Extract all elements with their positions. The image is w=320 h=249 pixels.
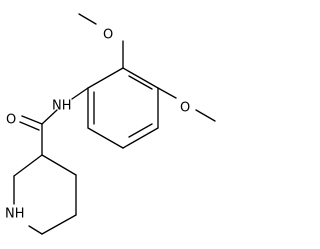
bond-piperidine-3	[41, 214, 77, 235]
bond-carbonyl-double-2	[19, 121, 40, 131]
bond-ring-1	[122, 67, 159, 89]
atom-label-methoxy-top-oxygen: O	[103, 28, 113, 43]
atom-label-methoxy-right-oxygen: O	[180, 101, 190, 116]
bond-piperidine-6	[13, 154, 43, 177]
bond-nh-to-carbonyl	[41, 109, 58, 125]
bond-right-methyl	[195, 109, 216, 122]
bond-piperidine-4	[28, 225, 43, 235]
bond-ring-inner-1	[128, 75, 153, 90]
atom-label-amide-nh: NH	[52, 99, 72, 114]
bond-ring-to-right-o	[157, 87, 177, 99]
bond-ring-3	[122, 127, 159, 149]
bond-carbonyl-double-1	[21, 115, 43, 125]
bond-piperidine-1	[41, 154, 77, 176]
atom-label-piperidine-nh: NH	[5, 207, 25, 222]
bond-top-methyl	[78, 13, 97, 25]
bond-ring-inner-2	[128, 123, 153, 138]
structure-diagram: O O NH O NH	[5, 13, 216, 235]
bond-ring-4	[87, 127, 124, 149]
atom-label-carbonyl-oxygen: O	[6, 113, 16, 128]
bond-ring-to-nh	[71, 87, 89, 100]
bond-ring-6	[87, 67, 124, 89]
